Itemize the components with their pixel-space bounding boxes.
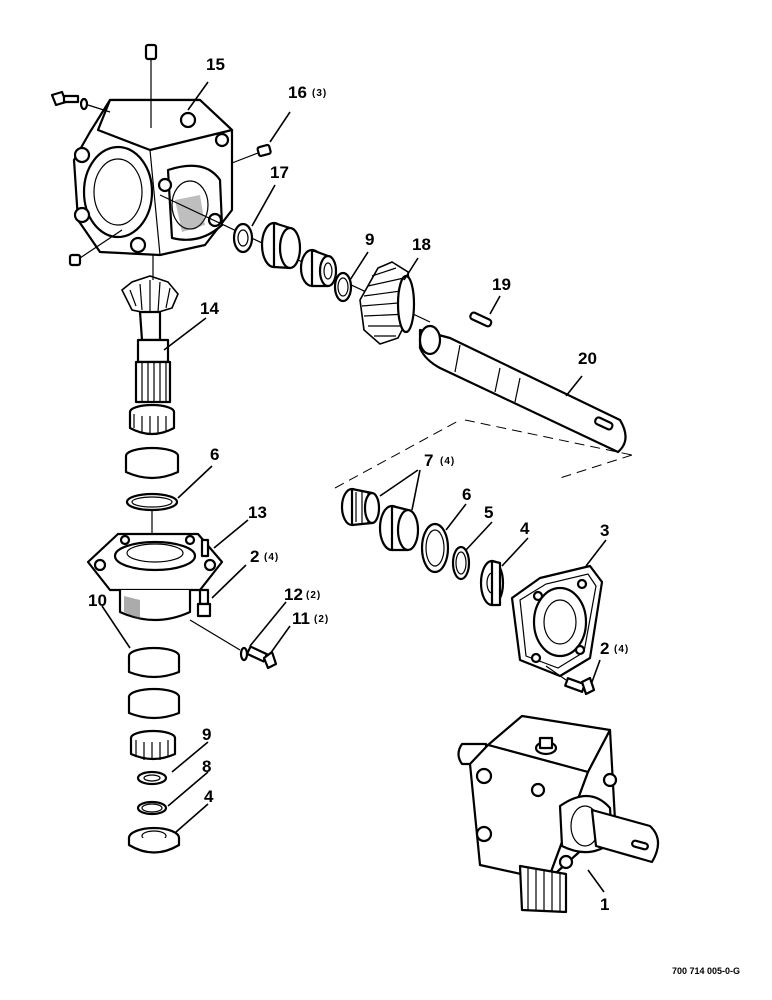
callout-9a-number: 9 bbox=[365, 230, 374, 249]
callouts: 15 16 (3) 17 9 18 19 14 20 6 7 (4) 6 5 4… bbox=[88, 55, 629, 914]
dowel-pin bbox=[200, 538, 210, 558]
bearing-cup bbox=[260, 221, 302, 270]
callout-15-number: 15 bbox=[206, 55, 225, 74]
shaft-key bbox=[469, 311, 493, 328]
cover-bolt bbox=[545, 665, 596, 696]
top-plug bbox=[144, 43, 158, 128]
lower-spacer bbox=[136, 770, 168, 786]
bottom-plug bbox=[68, 229, 123, 267]
cap-bolt bbox=[196, 588, 212, 618]
callout-13-number: 13 bbox=[248, 503, 267, 522]
bearing-cone-right bbox=[340, 487, 381, 527]
callout-14-number: 14 bbox=[200, 299, 219, 318]
bolt-and-washer bbox=[189, 619, 278, 670]
bearing-cone bbox=[299, 248, 338, 288]
callout-11-number: 11 bbox=[292, 609, 310, 628]
callout-1-number: 1 bbox=[600, 895, 609, 914]
cover-plate bbox=[510, 564, 604, 678]
callout-12-number: 12 bbox=[284, 585, 303, 604]
callout-5-number: 5 bbox=[484, 503, 493, 522]
callout-20-number: 20 bbox=[578, 349, 597, 368]
callout-4b-number: 4 bbox=[204, 787, 214, 806]
leader-lines bbox=[101, 81, 607, 893]
callout-2b-qty: (4) bbox=[614, 644, 629, 655]
callout-3-number: 3 bbox=[600, 521, 609, 540]
snap-ring bbox=[136, 800, 168, 816]
callout-2a-qty: (4) bbox=[264, 552, 279, 563]
callout-11-qty: (2) bbox=[314, 614, 329, 625]
lower-bearing-cup-2 bbox=[127, 687, 181, 720]
callout-18-number: 18 bbox=[412, 235, 431, 254]
callout-4a-number: 4 bbox=[520, 519, 530, 538]
callout-2a-number: 2 bbox=[250, 547, 259, 566]
callout-8-number: 8 bbox=[202, 757, 211, 776]
horizontal-shaft bbox=[418, 324, 627, 454]
callout-19-number: 19 bbox=[492, 275, 511, 294]
oil-seal-right bbox=[479, 559, 505, 607]
lower-oil-seal bbox=[127, 826, 181, 854]
assembled-gearbox bbox=[457, 714, 660, 914]
bearing-cup-right bbox=[378, 504, 420, 552]
callout-16-qty: (3) bbox=[312, 88, 327, 99]
bevel-gear-horizontal bbox=[359, 261, 416, 345]
drawing-code: 700 714 005-0-G bbox=[672, 966, 740, 976]
shim-ring bbox=[333, 271, 353, 303]
lower-bearing-cone bbox=[129, 729, 177, 761]
pinion-bearing-cup bbox=[124, 446, 180, 480]
pinion-shaft bbox=[120, 275, 179, 404]
shim-upper bbox=[125, 492, 179, 512]
shim-right bbox=[420, 522, 450, 574]
gearbox-housing bbox=[72, 98, 234, 257]
pinion-bearing-cone bbox=[128, 403, 176, 436]
bottom-bearing-cap bbox=[86, 532, 224, 622]
callout-6a-number: 6 bbox=[210, 445, 219, 464]
breather-bolt bbox=[50, 90, 111, 113]
callout-10-number: 10 bbox=[88, 591, 107, 610]
oil-seal bbox=[232, 222, 254, 254]
callout-2b-number: 2 bbox=[600, 639, 609, 658]
callout-7-number: 7 bbox=[424, 451, 433, 470]
callout-6b-number: 6 bbox=[462, 485, 471, 504]
callout-16-number: 16 bbox=[288, 83, 307, 102]
pipe-plug bbox=[231, 143, 272, 164]
callout-12-qty: (2) bbox=[306, 590, 321, 601]
callout-9b-number: 9 bbox=[202, 725, 211, 744]
callout-17-number: 17 bbox=[270, 163, 289, 182]
subassembly-bracket bbox=[334, 419, 633, 489]
snap-ring-right bbox=[451, 545, 471, 581]
callout-7-qty: (4) bbox=[440, 456, 455, 467]
lower-bearing-cup bbox=[127, 646, 181, 679]
